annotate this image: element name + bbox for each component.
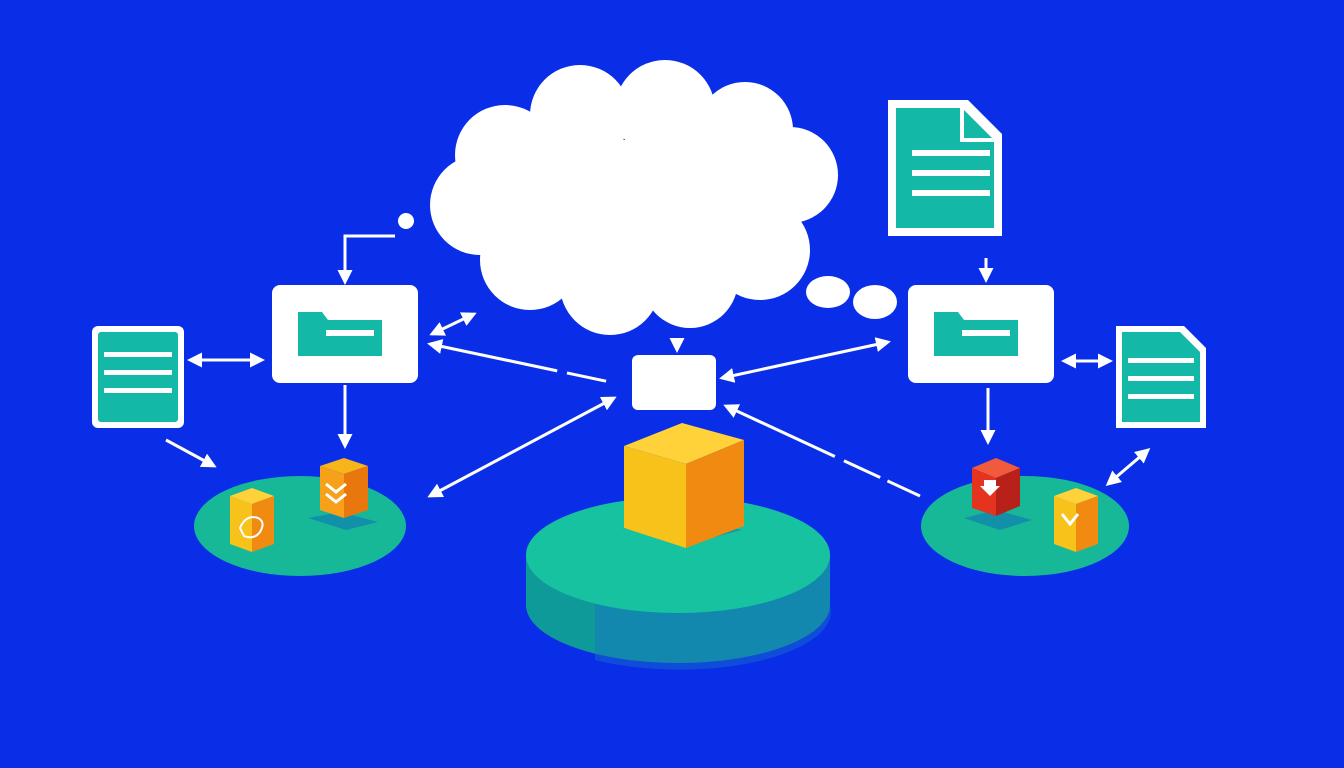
heart-block-icon xyxy=(1054,488,1098,552)
cloud-icon xyxy=(430,60,838,335)
thought-bubble-icon xyxy=(806,276,897,319)
arrow-hub-left-platform xyxy=(427,396,617,498)
arrow-left-server-cloud xyxy=(429,312,477,336)
arrow-hub-right-server xyxy=(719,337,891,383)
top-right-document-icon xyxy=(888,100,1002,236)
arrow-left-server-hub xyxy=(427,339,611,384)
arrow-dot-to-left-server xyxy=(337,234,395,285)
main-cube-icon xyxy=(624,423,744,548)
arrow-right-doc-right-platform xyxy=(1105,448,1151,486)
folder-icon xyxy=(934,312,1018,356)
small-dot-icon xyxy=(398,213,414,229)
arrow-hub-right-platform xyxy=(723,404,921,498)
arrow-left-doc-to-platform xyxy=(165,438,217,468)
left-server-card xyxy=(272,285,418,383)
connectors xyxy=(165,234,1151,498)
right-server-card xyxy=(908,285,1054,383)
red-download-block-icon xyxy=(972,458,1020,516)
right-document-icon xyxy=(1116,326,1206,428)
left-document-icon xyxy=(92,326,184,428)
download-block-icon xyxy=(320,458,368,518)
folder-icon xyxy=(298,312,382,356)
center-platform xyxy=(526,497,832,670)
center-hub-box xyxy=(632,355,716,410)
hand-block-icon xyxy=(230,488,274,552)
left-platform xyxy=(194,476,406,576)
